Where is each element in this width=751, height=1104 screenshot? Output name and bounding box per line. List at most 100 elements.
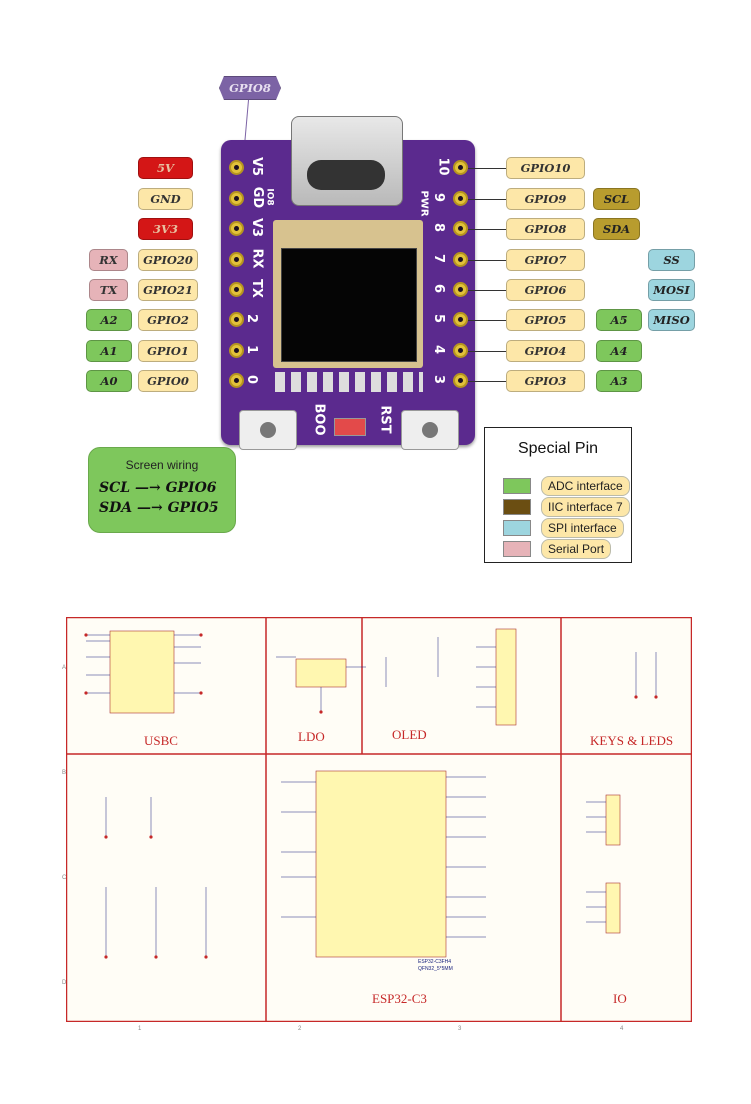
board-rst-text: RST [377, 405, 393, 434]
pin-tx-text: TX [248, 279, 264, 298]
pin-2-hole [229, 312, 244, 327]
label-gpio20: GPIO20 [138, 249, 198, 271]
board-io8-text: IO8 [264, 188, 275, 206]
pin-10-text: 10 [435, 157, 451, 176]
leader-line [468, 351, 506, 352]
label-gpio2: GPIO2 [138, 309, 198, 331]
label-a1: A1 [86, 340, 132, 362]
leader-line [468, 168, 506, 169]
screen-wiring-box: Screen wiring SCL —→ GPIO6 SDA —→ GPIO5 [88, 447, 236, 533]
pin-9-hole [453, 191, 468, 206]
label-gpio8: GPIO8 [506, 218, 585, 240]
pin-4-text: 4 [431, 344, 447, 355]
pin-3-text: 3 [431, 374, 447, 385]
legend-item-spi: SPI interface [503, 518, 624, 538]
top-gpio8-label: GPIO8 [219, 76, 281, 100]
chip-package: QFN32_5*5MM [418, 966, 453, 972]
screen-wiring-scl: SCL —→ GPIO6 [99, 480, 217, 496]
leader-line [468, 320, 506, 321]
section-ldo: LDO [298, 729, 325, 744]
section-usbc: USBC [144, 733, 178, 748]
board-boot-text: BOO [311, 403, 327, 436]
row-letter-b: B [62, 770, 67, 776]
label-tx: TX [89, 279, 128, 301]
boot-button[interactable] [239, 410, 297, 450]
label-gpio0: GPIO0 [138, 370, 198, 392]
col-number-3: 3 [458, 1026, 462, 1032]
pin-5-hole [453, 312, 468, 327]
leader-line [468, 229, 506, 230]
label-gpio3: GPIO3 [506, 370, 585, 392]
leader-line [468, 381, 506, 382]
pin-1-hole [229, 343, 244, 358]
pin-7-text: 7 [431, 253, 447, 264]
pin-rx-hole [229, 252, 244, 267]
section-keys-leds: KEYS & LEDS [590, 733, 674, 748]
pin-2-text: 2 [244, 313, 260, 324]
board-pwr-text: PWR [418, 190, 430, 217]
legend-item-adc: ADC interface [503, 476, 630, 496]
section-io: IO [613, 991, 627, 1006]
pin-4-hole [453, 343, 468, 358]
pin-rx-text: RX [249, 248, 265, 269]
section-oled: OLED [392, 727, 427, 742]
label-gpio10: GPIO10 [506, 157, 585, 179]
screen-wiring-sda: SDA —→ GPIO5 [99, 500, 219, 516]
legend-title: Special Pin [517, 440, 599, 457]
label-3v3: 3V3 [138, 218, 193, 240]
row-letter-d: D [62, 980, 67, 986]
label-gnd: GND [138, 188, 193, 210]
board: IO8 PWR BOO RST [221, 116, 475, 450]
pin-5-text: 5 [431, 313, 447, 324]
col-number-2: 2 [298, 1026, 302, 1032]
label-sda: SDA [593, 218, 640, 240]
leader-line [468, 260, 506, 261]
pad-row [275, 372, 423, 392]
pin-0-text: 0 [244, 374, 260, 385]
special-pin-legend: Special Pin ADC interface IIC interface … [484, 427, 632, 563]
leader-line [468, 199, 506, 200]
label-gpio7: GPIO7 [506, 249, 585, 271]
rst-switch[interactable] [334, 418, 366, 436]
pin-6-hole [453, 282, 468, 297]
schematic-frame [66, 617, 692, 1022]
label-miso: MISO [648, 309, 695, 331]
label-gpio21: GPIO21 [138, 279, 198, 301]
pin-gd-hole [229, 191, 244, 206]
col-number-4: 4 [620, 1026, 624, 1032]
schematic: USBC LDO OLED KEYS & LEDS ESP32-C3 IO ES… [66, 617, 692, 1022]
label-a2: A2 [86, 309, 132, 331]
label-a5: A5 [596, 309, 642, 331]
pin-gd-text: GD [250, 186, 266, 209]
oled-screen [281, 248, 417, 362]
label-gpio9: GPIO9 [506, 188, 585, 210]
legend-item-iic: IIC interface 7 [503, 497, 630, 517]
pin-7-hole [453, 252, 468, 267]
label-a3: A3 [596, 370, 642, 392]
row-letter-a: A [62, 665, 67, 671]
reset-button[interactable] [401, 410, 459, 450]
usb-c-port [307, 160, 385, 190]
screen-wiring-title: Screen wiring [125, 458, 199, 472]
pin-tx-hole [229, 282, 244, 297]
pin-v5-hole [229, 160, 244, 175]
label-gpio5: GPIO5 [506, 309, 585, 331]
leader-line [468, 290, 506, 291]
chip-name: ESP32-C3FH4 [418, 959, 452, 965]
pin-1-text: 1 [244, 344, 260, 355]
label-gpio1: GPIO1 [138, 340, 198, 362]
label-5v: 5V [138, 157, 193, 179]
label-rx: RX [89, 249, 128, 271]
section-esp32c3: ESP32-C3 [372, 991, 427, 1006]
pin-8-hole [453, 221, 468, 236]
label-mosi: MOSI [648, 279, 695, 301]
label-a4: A4 [596, 340, 642, 362]
label-ss: SS [648, 249, 695, 271]
pin-v3-hole [229, 221, 244, 236]
pin-0-hole [229, 373, 244, 388]
pin-6-text: 6 [431, 283, 447, 294]
gpio8-leader-line [244, 99, 249, 142]
col-number-1: 1 [138, 1026, 142, 1032]
row-letter-c: C [62, 875, 67, 881]
pin-10-hole [453, 160, 468, 175]
